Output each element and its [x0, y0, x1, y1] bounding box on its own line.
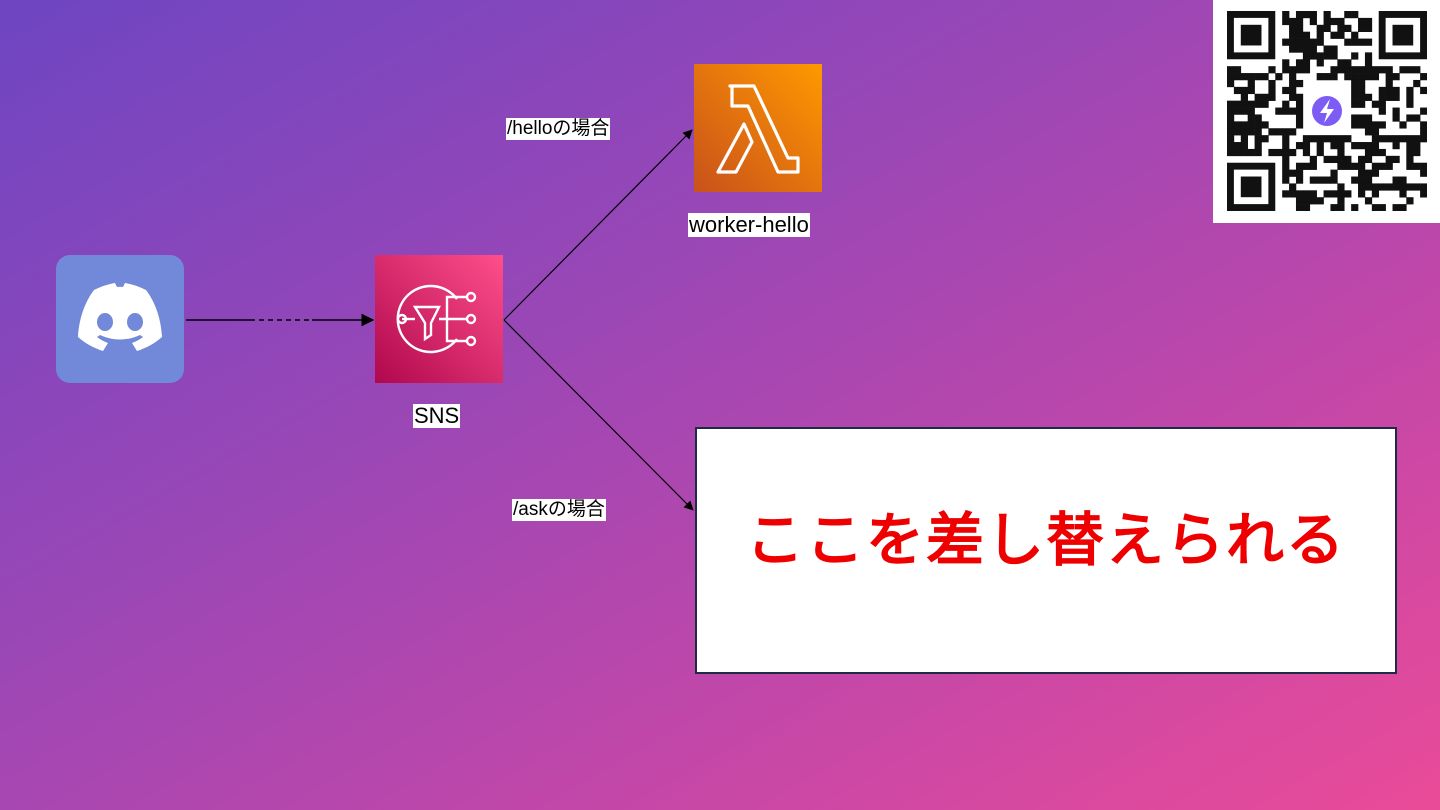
- discord-icon: [78, 283, 162, 351]
- qr-code-panel[interactable]: [1213, 0, 1440, 223]
- edge-sns-to-worker-hello: [503, 129, 693, 321]
- qr-finder-pattern: [1378, 11, 1427, 60]
- sns-label: SNS: [413, 403, 461, 428]
- edge-label-hello: /helloの場合: [506, 118, 611, 140]
- worker-hello-label: worker-hello: [688, 212, 810, 237]
- qr-code: [1227, 11, 1427, 211]
- sns-icon: [396, 284, 477, 354]
- replaceable-placeholder-box: ここを差し替えられる: [695, 427, 1397, 674]
- qr-finder-pattern: [1227, 11, 1276, 60]
- lambda-icon: [716, 84, 800, 174]
- lightning-icon: [1308, 92, 1346, 130]
- edge-label-ask: /askの場合: [512, 499, 606, 521]
- worker-hello-node[interactable]: [694, 64, 822, 192]
- edge-sns-to-ask: [503, 319, 694, 511]
- sns-node[interactable]: [375, 255, 503, 383]
- qr-finder-pattern: [1227, 162, 1276, 211]
- placeholder-text: ここを差し替えられる: [745, 506, 1346, 574]
- discord-node[interactable]: [56, 255, 184, 383]
